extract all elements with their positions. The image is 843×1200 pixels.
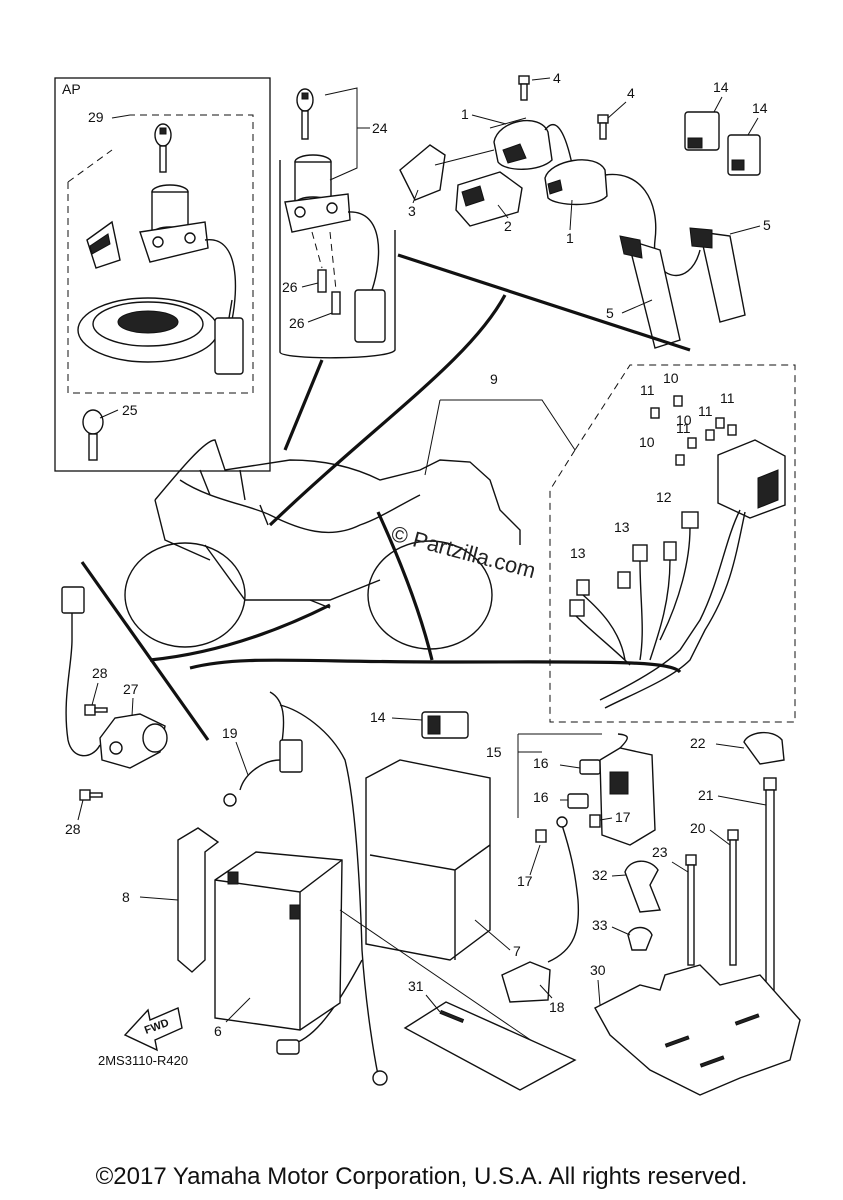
connector-icon bbox=[569, 511, 699, 617]
battery-cable-group: 19 bbox=[222, 691, 388, 1086]
bolt-icon bbox=[79, 704, 108, 801]
callout-26b: 26 bbox=[289, 315, 305, 331]
clamps-and-ties-group: 22 21 20 23 32 33 bbox=[592, 732, 785, 991]
callout-13a: 13 bbox=[614, 519, 630, 535]
callout-18: 18 bbox=[549, 999, 565, 1015]
callout-16a: 16 bbox=[533, 755, 549, 771]
key-icon bbox=[154, 123, 172, 173]
main-switch-icon bbox=[284, 154, 386, 343]
copyright-notice: ©2017 Yamaha Motor Corporation, U.S.A. A… bbox=[95, 1163, 748, 1190]
wire-harness-group: 9 11 10 11 11 11 10 10 bbox=[424, 364, 796, 723]
callout-17a: 17 bbox=[517, 873, 533, 889]
ap-label: AP bbox=[62, 81, 81, 97]
callout-11a: 11 bbox=[640, 382, 655, 398]
callout-11d: 11 bbox=[676, 420, 691, 436]
fuel-cap-icon bbox=[77, 297, 219, 363]
callout-16b: 16 bbox=[533, 789, 549, 805]
key-icon bbox=[296, 88, 314, 140]
handlebar-switch-group: 4 4 1 1 2 3 bbox=[397, 70, 771, 352]
spare-key-icon bbox=[82, 409, 104, 461]
callout-27: 27 bbox=[123, 681, 139, 697]
callout-31: 31 bbox=[408, 978, 424, 994]
leader-line bbox=[189, 658, 682, 674]
callout-26a: 26 bbox=[282, 279, 298, 295]
fuse-icon bbox=[650, 395, 737, 466]
callout-25: 25 bbox=[122, 402, 138, 418]
callout-7: 7 bbox=[513, 943, 521, 959]
grip-icon bbox=[619, 227, 746, 349]
bolt-icon bbox=[518, 75, 530, 101]
clamp-icon bbox=[743, 732, 785, 765]
relay-icon bbox=[421, 711, 469, 739]
bolt-icon bbox=[535, 814, 601, 843]
callout-14c: 14 bbox=[370, 709, 386, 725]
bolt-icon bbox=[317, 269, 341, 315]
fwd-arrow-icon: FWD bbox=[123, 1007, 183, 1052]
callout-5a: 5 bbox=[763, 217, 771, 233]
tray-group: 31 30 bbox=[403, 962, 801, 1096]
motorcycle-outline bbox=[124, 439, 521, 650]
watermark: © Partzilla.com bbox=[389, 521, 539, 584]
callout-6: 6 bbox=[214, 1023, 222, 1039]
callout-19: 19 bbox=[222, 725, 238, 741]
callout-32: 32 bbox=[592, 867, 608, 883]
callout-33: 33 bbox=[592, 917, 608, 933]
leader-line bbox=[376, 511, 434, 661]
ap-main-switch-kit-group: AP bbox=[54, 77, 271, 472]
connector-icon bbox=[214, 299, 244, 375]
callout-11b: 11 bbox=[698, 403, 713, 419]
callout-28a: 28 bbox=[92, 665, 108, 681]
callout-28b: 28 bbox=[65, 821, 81, 837]
callout-10a: 10 bbox=[663, 370, 679, 386]
callout-23: 23 bbox=[652, 844, 668, 860]
callout-11c: 11 bbox=[720, 390, 735, 406]
callout-10b: 10 bbox=[676, 412, 692, 428]
callout-14b: 14 bbox=[752, 100, 768, 116]
main-switch-group: 24 26 26 bbox=[279, 87, 396, 359]
leader-line bbox=[80, 561, 210, 741]
main-switch-icon bbox=[139, 184, 237, 321]
callout-12: 12 bbox=[656, 489, 672, 505]
relay-icon bbox=[684, 111, 720, 151]
part-code: 2MS3110-R420 bbox=[98, 1053, 188, 1068]
handlebar-switch-icon bbox=[544, 159, 701, 277]
callout-2: 2 bbox=[504, 218, 512, 234]
callout-1b: 1 bbox=[566, 230, 574, 246]
seat-lock-icon bbox=[86, 220, 121, 269]
sensor-group: 28 27 28 bbox=[61, 586, 168, 837]
callout-4b: 4 bbox=[627, 85, 635, 101]
callout-24: 24 bbox=[372, 120, 388, 136]
callout-4a: 4 bbox=[553, 70, 561, 86]
clamp-icon bbox=[624, 860, 661, 951]
callout-13b: 13 bbox=[570, 545, 586, 561]
callout-30: 30 bbox=[590, 962, 606, 978]
callout-29: 29 bbox=[88, 109, 104, 125]
callout-8: 8 bbox=[122, 889, 130, 905]
handlebar-switch-icon bbox=[493, 119, 576, 181]
callout-14a: 14 bbox=[713, 79, 729, 95]
callout-9: 9 bbox=[490, 371, 498, 387]
cable-tie-icon bbox=[685, 777, 777, 991]
relay-icon bbox=[727, 134, 761, 176]
callout-17b: 17 bbox=[615, 809, 631, 825]
callout-21: 21 bbox=[698, 787, 714, 803]
relay-group: 14 14 bbox=[684, 79, 768, 176]
bolt-icon bbox=[597, 114, 609, 140]
fuse-box-icon bbox=[717, 439, 786, 519]
callout-5b: 5 bbox=[606, 305, 614, 321]
starter-relay-group: 15 16 16 17 17 18 bbox=[486, 733, 656, 1015]
callout-3: 3 bbox=[408, 203, 416, 219]
callout-20: 20 bbox=[690, 820, 706, 836]
battery-group: 6 8 7 bbox=[122, 759, 561, 1061]
switch-housing-icon bbox=[399, 144, 523, 227]
leader-line bbox=[268, 294, 507, 527]
callout-10c: 10 bbox=[639, 434, 655, 450]
leader-line bbox=[149, 603, 331, 662]
callout-22: 22 bbox=[690, 735, 706, 751]
starter-relay-icon bbox=[599, 733, 656, 846]
callout-1a: 1 bbox=[461, 106, 469, 122]
callout-15: 15 bbox=[486, 744, 502, 760]
leader-line bbox=[283, 359, 324, 451]
